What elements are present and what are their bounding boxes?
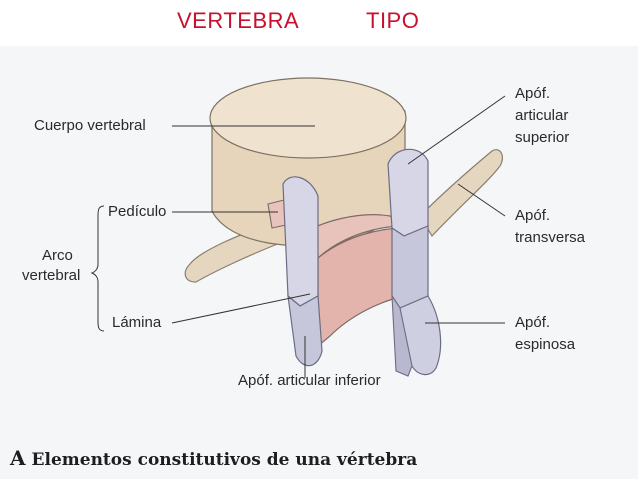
leader-lines (171, 95, 506, 378)
label-arco-2: vertebral (22, 267, 81, 284)
label-apof-superior-2: articular (515, 107, 569, 124)
label-apof-espinosa-1: Apóf. (515, 314, 551, 331)
title-vertebra: VERTEBRA (177, 8, 300, 33)
label-apof-superior-3: superior (515, 129, 570, 146)
label-arco-1: Arco (42, 247, 73, 264)
label-apof-transversa-1: Apóf. (515, 207, 551, 224)
label-apof-inferior: Apóf. articular inferior (238, 372, 381, 389)
title-tipo: TIPO (366, 8, 420, 33)
caption-letter: A (10, 446, 26, 470)
caption-text: Elementos constitutivos de una vértebra (31, 450, 418, 470)
left-inferior-articular-process (287, 294, 323, 367)
label-cuerpo-vertebral: Cuerpo vertebral (34, 117, 146, 134)
label-pediculo: Pedículo (108, 203, 167, 220)
right-superior-articular-process (387, 148, 429, 237)
arco-bracket (90, 205, 105, 332)
label-apof-superior-1: Apóf. (515, 85, 551, 102)
vertebra-illustration (90, 77, 506, 378)
vertebral-body-top (209, 77, 407, 159)
label-apof-espinosa-2: espinosa (515, 336, 576, 353)
slide-title-bar: VERTEBRA TIPO (0, 0, 638, 46)
right-transverse-process (419, 149, 504, 237)
label-apof-transversa-2: transversa (515, 229, 586, 246)
label-lamina: Lámina (112, 314, 162, 331)
right-inferior-articular-process (391, 294, 413, 377)
vertebra-figure: Cuerpo vertebral Pedículo Arco vertebral… (0, 46, 638, 479)
right-superior-articular-process-shade (391, 225, 429, 309)
left-superior-articular-process (282, 176, 319, 307)
